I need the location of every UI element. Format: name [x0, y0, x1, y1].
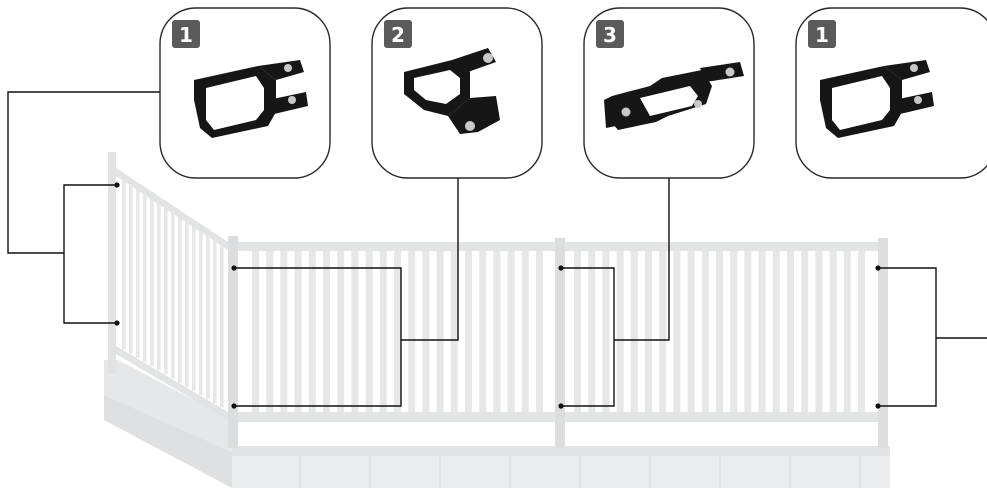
fence-bar [787, 251, 794, 412]
post-middle [555, 238, 565, 448]
fence-bar [536, 251, 543, 412]
fence-bar [507, 251, 515, 412]
fence-bar [843, 251, 851, 412]
fence-bar [365, 251, 373, 412]
fence-bar [574, 251, 581, 412]
fence-bar [185, 221, 189, 387]
fence-bar [465, 251, 472, 412]
fence-bar [687, 251, 695, 412]
fence-bar [659, 251, 667, 412]
fence-panel-front [228, 236, 888, 448]
fence-bar [521, 251, 529, 412]
fence-bar [716, 251, 723, 412]
fence-bar [351, 251, 359, 412]
fence-bar [645, 251, 652, 412]
connection-dots [114, 182, 881, 409]
wall-left-face [104, 395, 232, 488]
fence-bar [192, 226, 196, 391]
bracket-card-3: 3 [583, 7, 755, 179]
fence-bar [394, 251, 401, 412]
fence-bar [157, 203, 161, 371]
fence-bar [280, 251, 288, 412]
bracket-card-4: 1 [795, 7, 987, 179]
fence-bar [408, 251, 416, 412]
fence-bar [588, 251, 596, 412]
badge-number: 3 [603, 23, 617, 47]
number-badge [384, 20, 412, 48]
fence-bar [171, 212, 175, 379]
fence-bar [136, 189, 140, 358]
callout-lines [7, 91, 987, 407]
number-badge [172, 20, 200, 48]
corner-clamp-icon [404, 48, 500, 134]
post-corner [228, 236, 238, 448]
fence-bar [758, 251, 766, 412]
fence-bar [772, 251, 780, 412]
fence-bar [801, 251, 809, 412]
square-clamp-icon [820, 60, 934, 138]
wall-front-face [232, 456, 890, 488]
fence-bar [150, 198, 154, 367]
fence-bar [436, 251, 444, 412]
fence-bar [379, 251, 387, 412]
fence-bar [220, 244, 224, 408]
fence-bar [422, 251, 430, 412]
fence-bar [213, 240, 217, 404]
fence-bar [199, 230, 203, 395]
fence-bar [143, 193, 147, 362]
fence-bar [294, 251, 302, 412]
fence-bar [450, 251, 458, 412]
fence-bar [673, 251, 681, 412]
fence-bar [122, 180, 126, 350]
number-badge [596, 20, 624, 48]
badge-number: 2 [391, 23, 405, 47]
fence-bar [164, 207, 168, 375]
fence-bar [129, 184, 133, 354]
fence-bar [252, 251, 259, 412]
fence-bar [701, 251, 709, 412]
double-clamp-icon [604, 62, 744, 130]
fence-panel-angled [108, 152, 228, 420]
fence-bar [815, 251, 823, 412]
bracket-card-2: 2 [371, 7, 543, 179]
post-left [108, 152, 116, 374]
post-right [878, 238, 888, 448]
fence-bar [308, 251, 316, 412]
wall-front-top [232, 446, 890, 456]
bracket-card-1: 1 [159, 7, 331, 179]
fence-bar [493, 251, 501, 412]
badge-number: 1 [179, 23, 193, 47]
fence-bar [616, 251, 624, 412]
fence-bar [602, 251, 610, 412]
fence-bar [266, 251, 274, 412]
base-wall [104, 360, 890, 488]
fence-bar [858, 251, 865, 412]
fence-bar [829, 251, 837, 412]
square-clamp-icon [194, 60, 308, 138]
fence-bar [178, 217, 182, 383]
fence-bar [323, 251, 330, 412]
number-badge [808, 20, 836, 48]
fence-bar [206, 235, 210, 400]
fence-bar [337, 251, 345, 412]
wall-left-top [104, 360, 232, 452]
fence-bar [630, 251, 638, 412]
fence-bar [730, 251, 738, 412]
fence-bar [479, 251, 487, 412]
fence-bar [744, 251, 752, 412]
badge-number: 1 [815, 23, 829, 47]
